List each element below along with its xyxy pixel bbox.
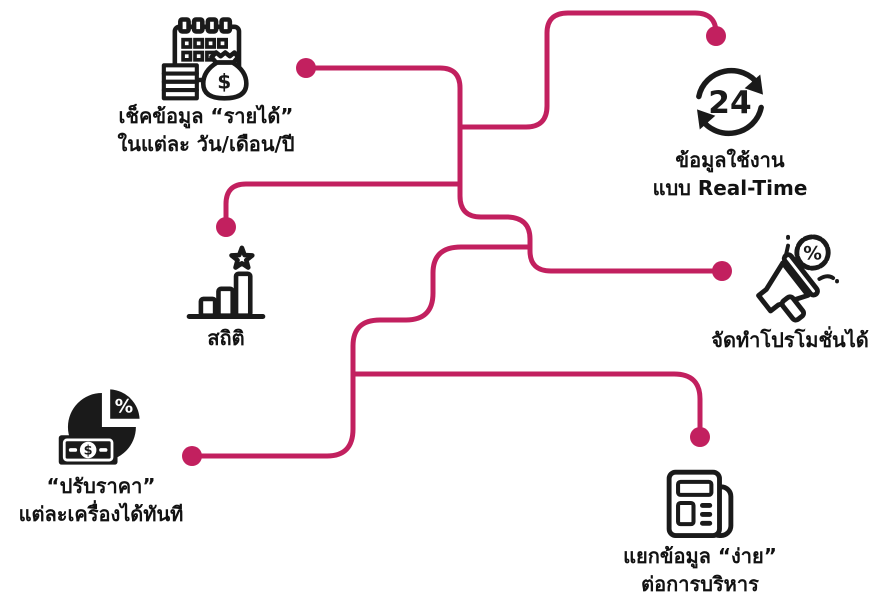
icon-24-text: 24 — [708, 85, 751, 121]
connector-trunk — [306, 65, 722, 274]
label-line-2: แต่ละเครื่องได้ทันที — [18, 502, 184, 526]
feature-statistics: สถิติ — [146, 242, 306, 352]
label-line-1: ข้อมูลใช้งาน — [675, 148, 785, 172]
dollar-glyph: $ — [217, 69, 231, 93]
feature-label: เช็คข้อมูล “รายได้” ในแต่ละ วัน/เดือน/ปี — [76, 102, 336, 158]
connector-statistics — [223, 181, 460, 227]
node-dot-data-separation — [690, 427, 710, 447]
calendar-money-icon: $ — [76, 14, 336, 102]
node-dot-promotion — [712, 261, 732, 281]
connector-price-adjust — [192, 244, 530, 459]
feature-label: “ปรับราคา” แต่ละเครื่องได้ทันที — [8, 472, 194, 528]
percent-badge-glyph: % — [803, 243, 822, 264]
feature-price-adjust: % $ “ปรับราคา” แต่ละเครื่องได้ทันที — [8, 382, 194, 528]
node-dot-statistics — [216, 217, 236, 237]
feature-data-separation: แยกข้อมูล “ง่าย” ต่อการบริหาร — [607, 464, 793, 598]
pie-chart-banknote-icon: % $ — [8, 382, 194, 472]
label-line-1: แยกข้อมูล “ง่าย” — [623, 544, 777, 568]
label-line-1: “ปรับราคา” — [46, 474, 156, 498]
bar-chart-star-icon — [146, 242, 306, 324]
feature-label: สถิติ — [146, 324, 306, 352]
connector-realtime — [460, 10, 719, 130]
feature-label: ข้อมูลใช้งาน แบบ Real-Time — [610, 146, 850, 202]
newspaper-icon — [607, 464, 793, 542]
label-line-2: แบบ Real-Time — [652, 176, 808, 200]
label-line-2: ในแต่ละ วัน/เดือน/ปี — [117, 132, 295, 156]
label-line-1: จัดทำโปรโมชั่นได้ — [711, 328, 869, 352]
node-dot-realtime — [706, 26, 726, 46]
node-dot-price-adjust — [182, 446, 202, 466]
feature-promotion: % จัดทำโปรโมชั่นได้ — [695, 230, 885, 354]
dollar-note-glyph: $ — [84, 444, 93, 459]
label-line-2: ต่อการบริหาร — [641, 572, 759, 596]
percent-slice-glyph: % — [115, 396, 133, 417]
megaphone-percent-icon: % — [695, 230, 885, 326]
hours-24-cycle-icon: 24 — [610, 58, 850, 146]
node-dot-revenue — [296, 58, 316, 78]
feature-label: จัดทำโปรโมชั่นได้ — [695, 326, 885, 354]
feature-revenue-check: $ เช็คข้อมูล “รายได้” ในแต่ละ วัน/เดือน/… — [76, 14, 336, 158]
connector-data-separation — [353, 371, 703, 437]
label-line-1: เช็คข้อมูล “รายได้” — [118, 104, 294, 128]
label-line-1: สถิติ — [207, 326, 245, 350]
feature-realtime-data: 24 ข้อมูลใช้งาน แบบ Real-Time — [610, 58, 850, 202]
feature-label: แยกข้อมูล “ง่าย” ต่อการบริหาร — [607, 542, 793, 598]
